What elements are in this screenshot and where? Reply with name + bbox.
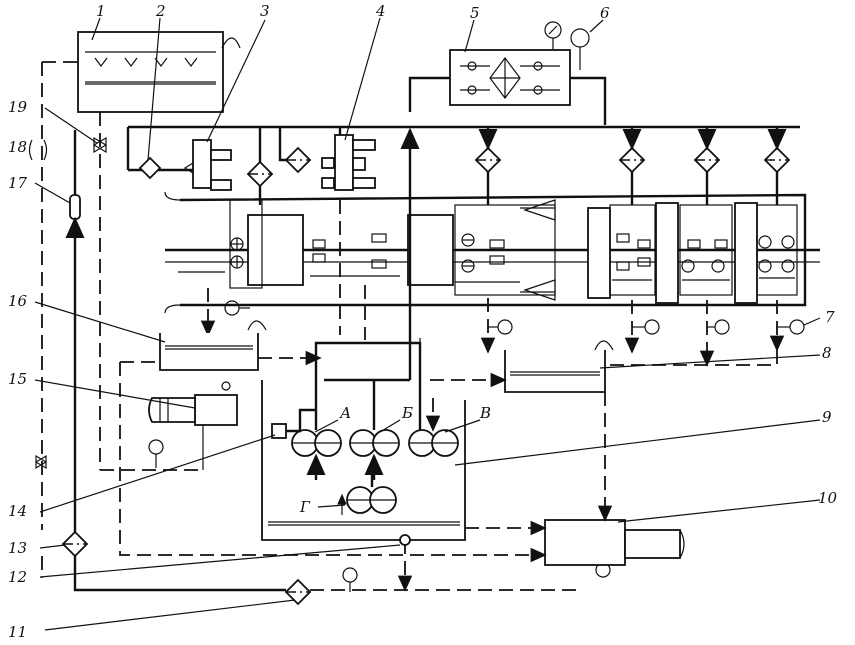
machine-housing [164,191,820,314]
callout-17: 17 [8,174,28,192]
callout-19: 19 [8,98,28,116]
callout-2: 2 [155,2,166,20]
pump-label-b: Б [401,404,413,422]
filter-11 [284,578,312,606]
regulator-4 [321,134,376,191]
return-lines [41,61,613,592]
callout-3: 3 [260,2,270,20]
pump-g [346,486,397,514]
callout-6: 6 [600,4,610,22]
pump-label-g: Г [299,498,311,516]
flowmeter-17 [69,194,81,220]
motor-15 [148,381,238,426]
callout-8: 8 [822,344,832,362]
unit-10 [544,519,685,566]
callout-14: 14 [8,502,27,520]
filter-block-5 [449,49,571,106]
pump-label-a: А [339,404,351,422]
tank-16 [159,320,267,371]
callout-numbers: 1 2 3 4 5 6 7 8 9 10 11 12 13 14 15 16 1… [8,2,838,641]
callout-16: 16 [8,292,28,310]
internal-sumps [178,271,795,283]
pressure-gauge-icon [544,21,562,50]
thermometer-6-icon [570,28,590,70]
bearing-symbols [230,233,795,273]
pump-b [349,429,400,457]
pump-a [291,429,342,457]
callout-18: 18 [8,138,27,156]
main-oil-header [126,76,800,172]
callout-7: 7 [825,308,835,326]
pump-v [408,429,459,457]
pump-label-v: В [479,404,491,422]
leader-lines [34,17,821,631]
orifice-18 [28,139,48,161]
callout-12: 12 [8,568,27,586]
filter-13 [61,530,89,558]
pump-reservoir-9 [261,380,466,541]
callout-5: 5 [470,4,480,22]
callout-4: 4 [375,2,386,20]
pump-pipes [271,127,441,515]
callout-13: 13 [8,539,27,557]
sump-8 [504,340,614,393]
callout-11: 11 [8,623,27,641]
callout-15: 15 [8,370,27,388]
drain-lines [200,200,785,367]
callout-1: 1 [96,2,106,20]
branch-lines [258,127,787,205]
callout-9: 9 [822,408,832,426]
valve-19 [34,136,108,470]
oil-cooler-tank-1 [77,31,241,113]
callout-10: 10 [818,489,838,507]
regulator-3 [183,139,232,191]
branch-filters [138,146,791,188]
